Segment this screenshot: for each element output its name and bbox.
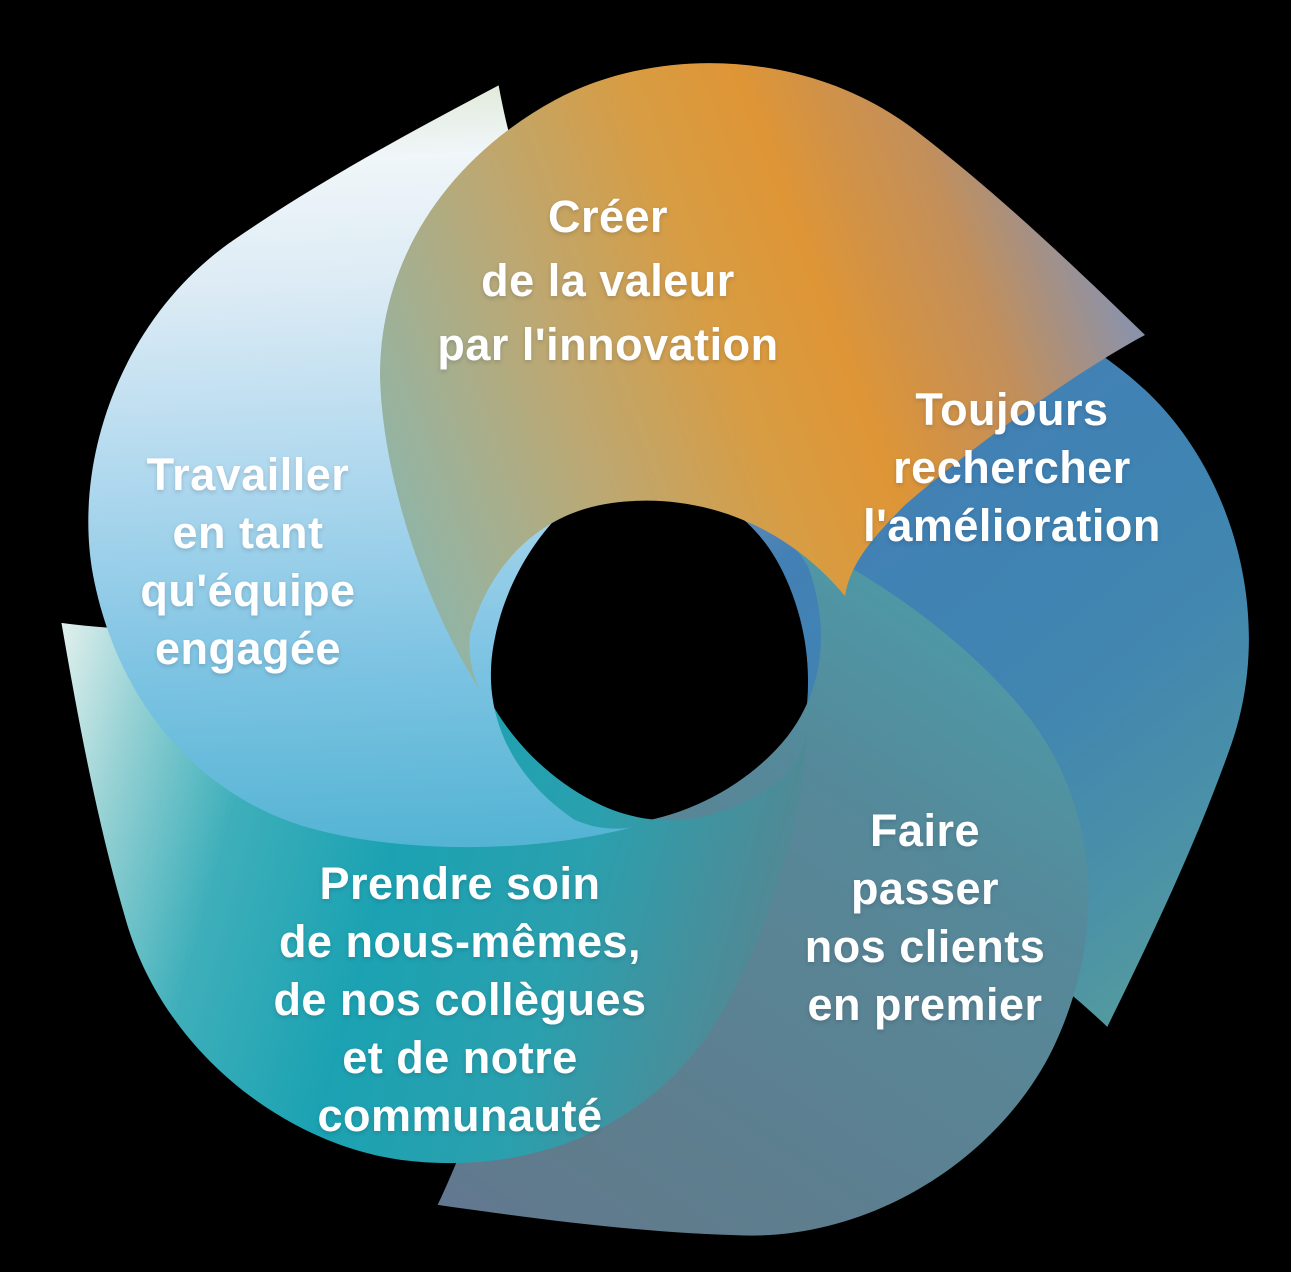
petal-wheel-graphic bbox=[0, 1, 1291, 1272]
company-values-wheel: Créer de la valeur par l'innovation Touj… bbox=[0, 0, 1291, 1272]
